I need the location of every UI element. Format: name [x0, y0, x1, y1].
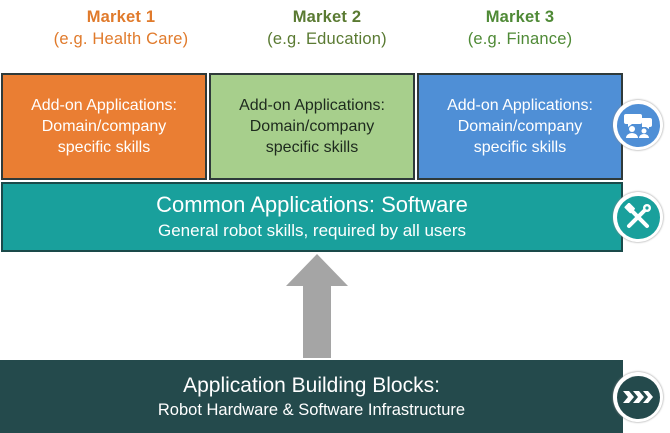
- up-arrow-icon: [286, 254, 348, 358]
- forward-arrows-icon: [613, 372, 663, 422]
- blocks-subtitle: Robot Hardware & Software Infrastructure: [157, 400, 466, 419]
- market-2-name: Market 2: [292, 8, 362, 26]
- addon-1-line3: specific skills: [57, 139, 151, 156]
- addon-3-line3: specific skills: [473, 139, 567, 156]
- common-title: Common Applications: Software: [156, 192, 468, 217]
- addon-2-line2: Domain/company: [249, 118, 375, 135]
- common-applications-layer: Common Applications: Software General ro…: [1, 182, 623, 252]
- addon-1-line2: Domain/company: [41, 118, 167, 135]
- market-1-header: Market 1 (e.g. Health Care): [21, 6, 221, 50]
- market-2-example: (e.g. Education): [267, 30, 387, 48]
- addon-box-market-1: Add-on Applications: Domain/company spec…: [1, 73, 207, 180]
- market-3-name: Market 3: [485, 8, 555, 26]
- addon-3-title: Add-on Applications:: [447, 97, 593, 114]
- common-subtitle: General robot skills, required by all us…: [157, 221, 467, 240]
- addon-3-line2: Domain/company: [457, 118, 583, 135]
- market-3-header: Market 3 (e.g. Finance): [420, 6, 620, 50]
- building-blocks-layer: Application Building Blocks: Robot Hardw…: [0, 360, 623, 433]
- addon-1-title: Add-on Applications:: [31, 97, 177, 114]
- users-chat-icon: [613, 100, 663, 150]
- addon-box-market-2: Add-on Applications: Domain/company spec…: [209, 73, 415, 180]
- market-3-example: (e.g. Finance): [467, 30, 573, 48]
- addon-box-market-3: Add-on Applications: Domain/company spec…: [417, 73, 623, 180]
- market-1-name: Market 1: [86, 8, 156, 26]
- tools-icon: [613, 192, 663, 242]
- addon-2-title: Add-on Applications:: [239, 97, 385, 114]
- market-1-example: (e.g. Health Care): [53, 30, 189, 48]
- market-2-header: Market 2 (e.g. Education): [227, 6, 427, 50]
- addon-2-line3: specific skills: [265, 139, 359, 156]
- blocks-title: Application Building Blocks:: [183, 373, 440, 397]
